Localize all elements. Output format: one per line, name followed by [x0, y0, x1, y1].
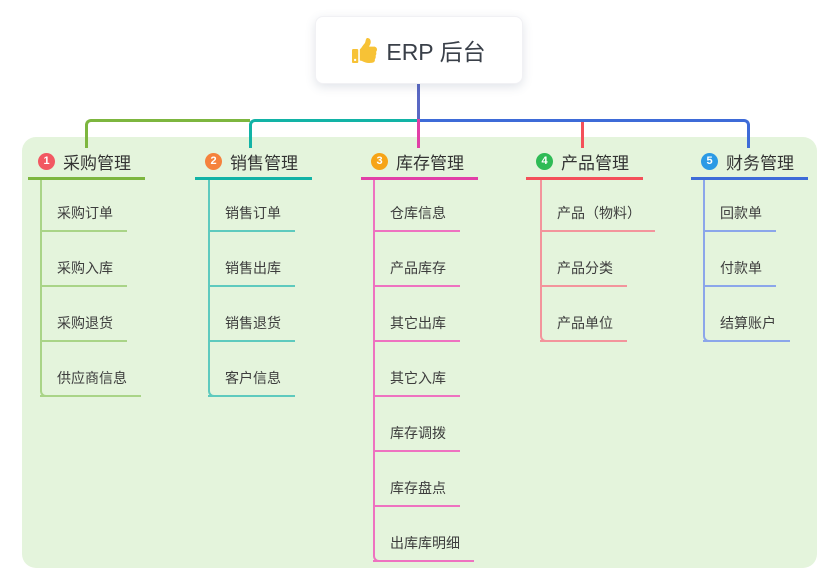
- branch-4-child-label: 产品分类: [557, 260, 613, 276]
- branch-4-title-label: 产品管理: [561, 154, 629, 173]
- branch-2-child-item[interactable]: 销售出库: [208, 249, 295, 287]
- connector-elbow-sales: [249, 119, 419, 148]
- branch-3-child-label: 库存盘点: [390, 480, 446, 496]
- branch-2-child-item[interactable]: 客户信息: [208, 359, 295, 397]
- branch-3-child-item[interactable]: 其它出库: [373, 304, 460, 342]
- branch-5-child-item[interactable]: 结算账户: [703, 304, 790, 342]
- branch-3-title[interactable]: 3 库存管理: [361, 146, 478, 180]
- branch-4-title[interactable]: 4 产品管理: [526, 146, 643, 180]
- branch-1-child-item[interactable]: 采购退货: [40, 304, 127, 342]
- branch-5-child-label: 结算账户: [720, 315, 776, 331]
- branch-5-title[interactable]: 5 财务管理: [691, 146, 808, 180]
- root-title: ERP 后台: [386, 39, 486, 65]
- branch-5-number-badge: 5: [701, 153, 718, 170]
- branch-5-child-item[interactable]: 回款单: [703, 194, 776, 232]
- branch-3-child-item[interactable]: 库存盘点: [373, 469, 460, 507]
- branch-1-title-label: 采购管理: [63, 154, 131, 173]
- branch-5-child-label: 回款单: [720, 205, 762, 221]
- branch-4-number-badge: 4: [536, 153, 553, 170]
- branch-3-child-label: 其它入库: [390, 370, 446, 386]
- branch-4-child-item[interactable]: 产品单位: [540, 304, 627, 342]
- branch-4-child-label: 产品（物料）: [557, 205, 641, 221]
- branch-3-child-label: 仓库信息: [390, 205, 446, 221]
- thumbs-up-icon: [352, 37, 378, 63]
- branch-5-child-label: 付款单: [720, 260, 762, 276]
- root-connector-line: [417, 83, 420, 121]
- root-node[interactable]: ERP 后台: [315, 16, 523, 84]
- branch-3-child-item[interactable]: 仓库信息: [373, 194, 460, 232]
- branch-1-child-label: 采购订单: [57, 205, 113, 221]
- connector-drop-inventory: [417, 119, 420, 148]
- branch-1-child-label: 供应商信息: [57, 370, 127, 386]
- branch-4-child-label: 产品单位: [557, 315, 613, 331]
- branch-3-number-badge: 3: [371, 153, 388, 170]
- branch-4-child-item[interactable]: 产品（物料）: [540, 194, 655, 232]
- branch-3-child-label: 库存调拨: [390, 425, 446, 441]
- branch-3-child-item[interactable]: 出库库明细: [373, 524, 474, 562]
- branch-2-child-label: 销售订单: [225, 205, 281, 221]
- branch-2-title-label: 销售管理: [230, 154, 298, 173]
- branch-3-child-label: 产品库存: [390, 260, 446, 276]
- branch-3-child-item[interactable]: 其它入库: [373, 359, 460, 397]
- branch-2-child-label: 销售出库: [225, 260, 281, 276]
- branch-1-child-item[interactable]: 供应商信息: [40, 359, 141, 397]
- branch-2-child-label: 客户信息: [225, 370, 281, 386]
- branch-3-child-item[interactable]: 库存调拨: [373, 414, 460, 452]
- branch-5-child-item[interactable]: 付款单: [703, 249, 776, 287]
- branch-3-title-label: 库存管理: [396, 154, 464, 173]
- branch-1-title[interactable]: 1 采购管理: [28, 146, 145, 180]
- branch-2-title[interactable]: 2 销售管理: [195, 146, 312, 180]
- branches-panel: [22, 137, 817, 568]
- branch-2-child-label: 销售退货: [225, 315, 281, 331]
- branch-1-child-item[interactable]: 采购入库: [40, 249, 127, 287]
- branch-5-title-label: 财务管理: [726, 154, 794, 173]
- branch-1-child-label: 采购入库: [57, 260, 113, 276]
- branch-1-child-item[interactable]: 采购订单: [40, 194, 127, 232]
- branch-4-child-item[interactable]: 产品分类: [540, 249, 627, 287]
- branch-1-child-label: 采购退货: [57, 315, 113, 331]
- branch-2-child-item[interactable]: 销售订单: [208, 194, 295, 232]
- branch-2-number-badge: 2: [205, 153, 222, 170]
- branch-3-child-label: 出库库明细: [390, 535, 460, 551]
- branch-3-child-item[interactable]: 产品库存: [373, 249, 460, 287]
- connector-elbow-finance: [418, 119, 750, 148]
- branch-2-child-item[interactable]: 销售退货: [208, 304, 295, 342]
- branch-1-number-badge: 1: [38, 153, 55, 170]
- connector-drop-product: [581, 122, 584, 148]
- connector-elbow-purchase: [85, 119, 250, 148]
- branch-3-child-label: 其它出库: [390, 315, 446, 331]
